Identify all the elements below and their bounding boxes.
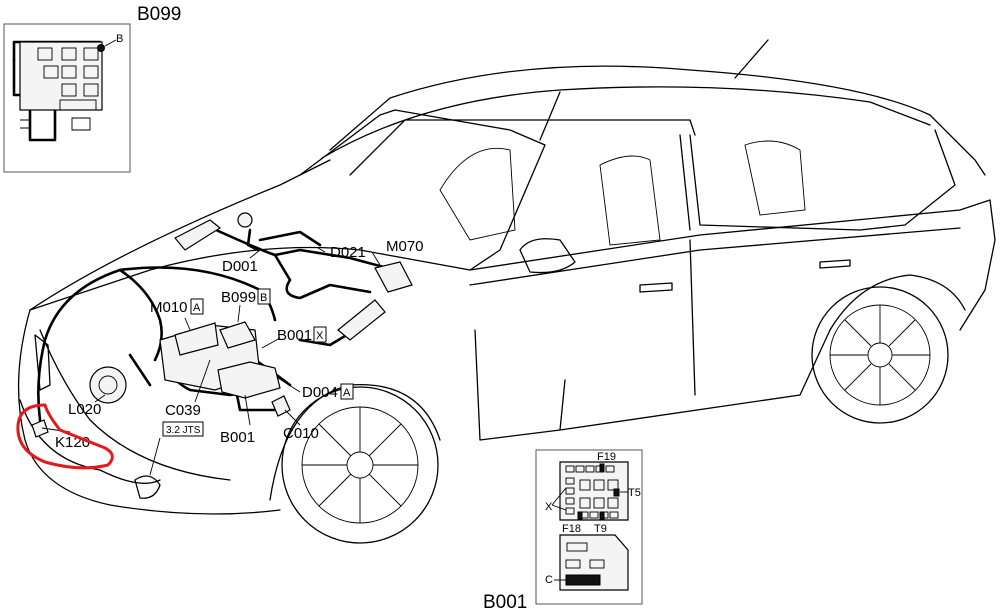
fuse-t5: T5 — [628, 487, 641, 499]
label-m010: M010 — [150, 299, 188, 316]
d001-sensor — [237, 212, 253, 228]
fuse-f18: F18 — [562, 523, 581, 535]
front-wheel-spokes — [302, 407, 418, 523]
b099-block — [219, 321, 256, 349]
l020-alternator — [89, 366, 127, 404]
label-b099: B099 — [221, 289, 256, 306]
fuse-t9: T9 — [594, 523, 607, 535]
inset-relay-pointer: B — [116, 33, 123, 45]
fusebox-connector-c — [565, 574, 601, 586]
inset-fusebox-title: B001 — [483, 592, 527, 611]
side-label-c: C — [545, 574, 553, 586]
k120-highlight-circle — [16, 403, 114, 470]
engine-badge-box — [162, 421, 204, 437]
label-b001: B001 — [220, 429, 255, 446]
car-outline — [17, 39, 996, 544]
label-d021: D021 — [330, 244, 366, 261]
suffix-b099: B — [260, 292, 267, 304]
label-d001: D001 — [222, 258, 258, 275]
suffix-m010: A — [193, 302, 201, 314]
intake-pipe — [337, 299, 386, 341]
suffix-d004: A — [343, 387, 351, 399]
inset-fusebox: B001 F19 F18 T9 T5 X C — [483, 449, 643, 611]
suffix-b001: X — [316, 330, 324, 342]
b001-fusebox — [217, 361, 281, 399]
m010-relay — [174, 322, 219, 356]
fuse-f19: F19 — [597, 451, 616, 463]
k120-sensor — [31, 419, 49, 438]
label-b001-x: B001 — [277, 327, 312, 344]
label-c010: C010 — [283, 425, 319, 442]
label-l020: L020 — [68, 401, 101, 418]
c010-sensor — [271, 395, 291, 417]
air-intake — [174, 219, 222, 251]
label-d004: D004 — [302, 384, 338, 401]
label-m070: M070 — [386, 238, 424, 255]
components — [31, 212, 413, 438]
label-c039: C039 — [165, 402, 201, 419]
inset-relay-title: B099 — [137, 4, 181, 25]
inset-relay: B099 B — [3, 4, 181, 173]
engine-badge: 3.2 JTS — [166, 425, 201, 436]
rear-wheel-spokes — [830, 305, 930, 405]
component-labels: M070 D021 D001 M010 A B099 B B001 X D004… — [55, 238, 424, 451]
side-label-x: X — [545, 501, 553, 513]
m070-module — [374, 261, 413, 293]
